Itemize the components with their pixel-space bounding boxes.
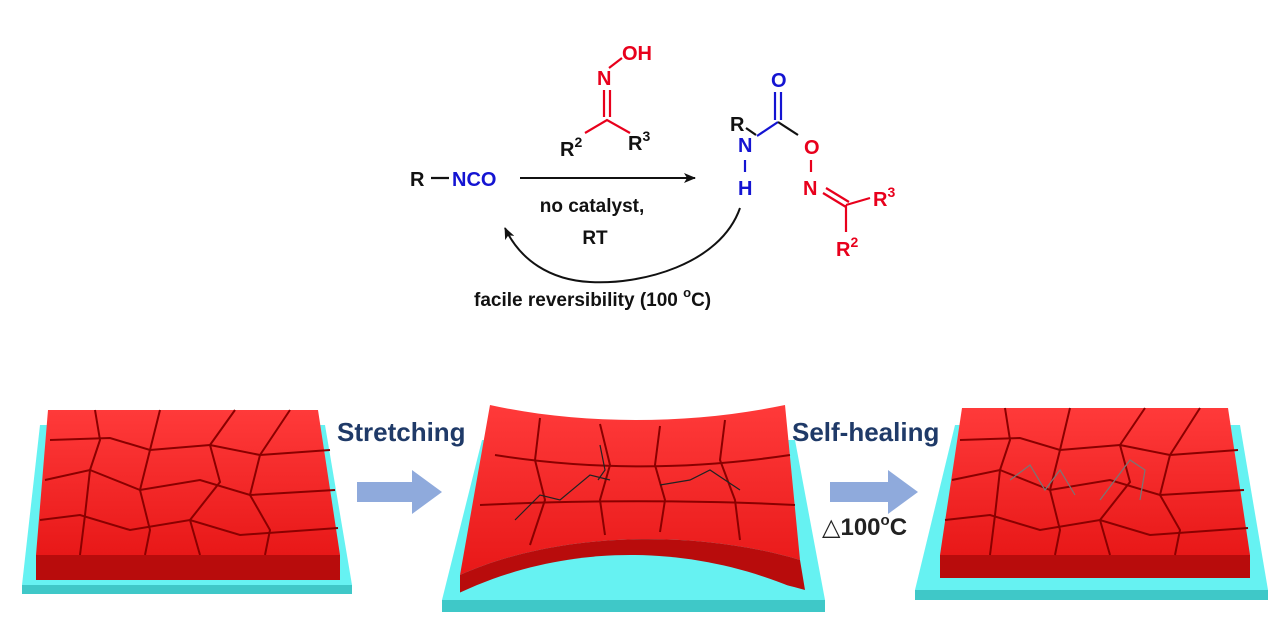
isocyanate-nco: NCO (452, 169, 496, 191)
svg-text:O: O (771, 70, 787, 92)
svg-text:R: R (730, 114, 745, 136)
svg-text:N: N (738, 135, 752, 157)
oxime-oh: OH (622, 43, 652, 65)
bond (584, 118, 631, 134)
svg-text:H: H (738, 178, 752, 200)
stretching-label: Stretching (337, 417, 466, 447)
process-arrow-stretching (357, 470, 442, 514)
cracks (479, 417, 796, 546)
svg-text:R3: R3 (873, 184, 895, 211)
svg-text:O: O (804, 137, 820, 159)
healed-scars (1009, 459, 1146, 501)
oxime-r3: R3 (628, 128, 650, 155)
heating-condition: △100oC (822, 512, 907, 541)
svg-text:R2: R2 (836, 234, 858, 261)
process-arrow-self-healing (830, 470, 918, 514)
intact-film-panel (22, 409, 352, 594)
microcracks (514, 444, 741, 521)
grain-boundaries (39, 409, 339, 556)
reverse-arrow (504, 207, 741, 284)
oxime-r2: R2 (560, 134, 582, 161)
bond (608, 57, 623, 69)
isocyanate-r: R (410, 169, 425, 191)
grain-boundaries (944, 407, 1249, 556)
condition-catalyst: no catalyst, (540, 196, 645, 217)
reversibility-label: facile reversibility (100 oC) (474, 285, 711, 311)
cracked-film (460, 405, 800, 575)
svg-text:N: N (803, 178, 817, 200)
oxime-reagent: OH N R2 R3 (560, 43, 652, 161)
stretched-film-panel (442, 405, 825, 612)
isocyanate: R NCO (410, 169, 496, 191)
oxime-n: N (597, 68, 611, 90)
condition-temperature: RT (582, 228, 608, 249)
self-healing-label: Self-healing (792, 417, 939, 447)
oxime-carbamate-product: R N H O O N R3 R2 (730, 70, 895, 261)
healed-film-panel (915, 407, 1268, 600)
